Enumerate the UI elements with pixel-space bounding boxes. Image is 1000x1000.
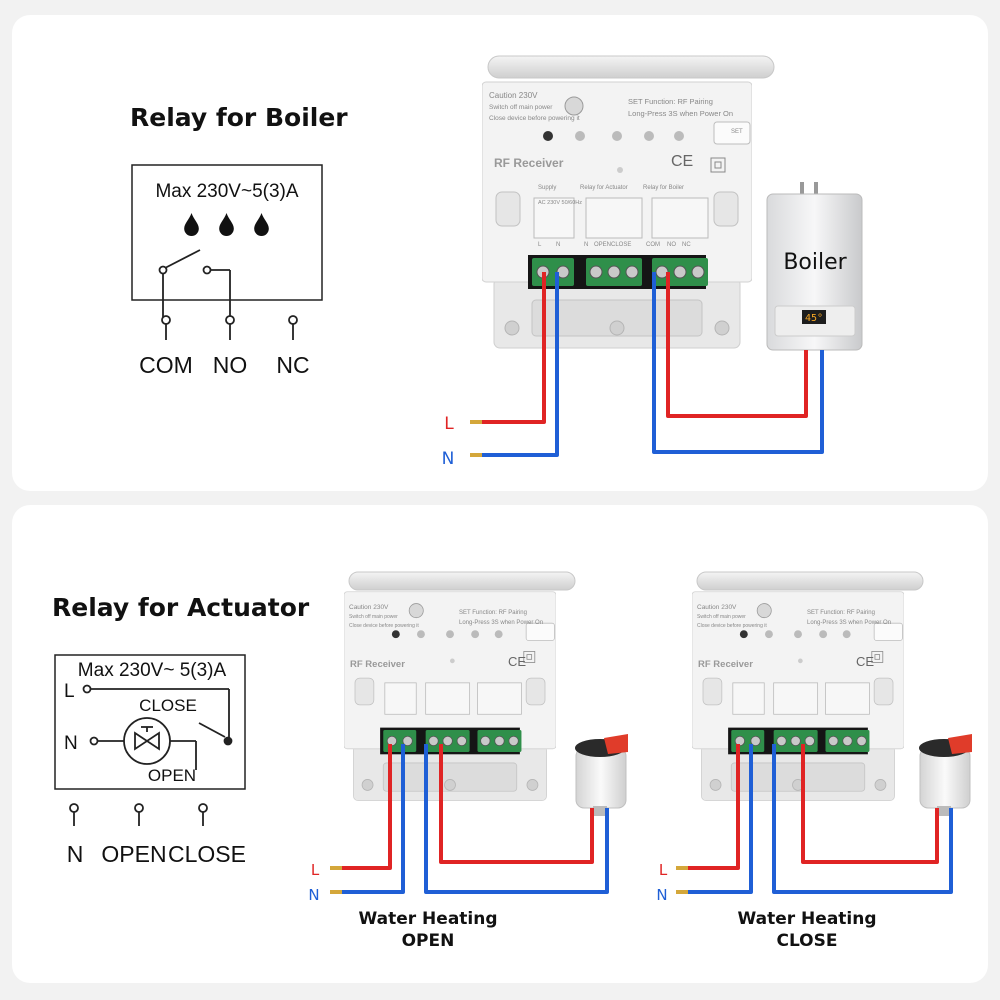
close-wiring xyxy=(686,744,953,894)
wire-n-label: N xyxy=(308,886,319,904)
boiler-rating-label: Max 230V~5(3)A xyxy=(155,181,298,202)
actuator-valve-open xyxy=(575,734,628,816)
svg-text:L: L xyxy=(538,242,542,248)
svg-text:Relay for Actuator: Relay for Actuator xyxy=(580,185,628,191)
svg-text:SET Function: RF Pairing: SET Function: RF Pairing xyxy=(628,97,713,106)
terminal-close-label: CLOSE xyxy=(168,841,246,867)
terminal-open-label: OPEN xyxy=(101,841,166,867)
svg-text:RF Receiver: RF Receiver xyxy=(698,659,753,670)
neutral-label: N xyxy=(64,733,78,754)
svg-text:CE: CE xyxy=(671,153,693,170)
svg-text:Caution 230V: Caution 230V xyxy=(697,604,737,611)
boiler-relay-box xyxy=(131,164,323,301)
set-button-label: SET xyxy=(731,129,743,135)
svg-text:CE: CE xyxy=(856,654,874,669)
antenna xyxy=(348,571,576,591)
svg-text:Supply: Supply xyxy=(538,185,556,191)
wire-n-label: N xyxy=(656,886,667,904)
svg-text:Long-Press 3S when Power On: Long-Press 3S when Power On xyxy=(628,109,733,118)
wire-n-label: N xyxy=(442,449,455,469)
svg-text:OPEN: OPEN xyxy=(594,242,611,248)
water-drop-icon xyxy=(219,213,234,236)
boiler-wiring xyxy=(480,272,824,457)
terminal-no-label: NO xyxy=(213,352,248,378)
water-drop-icon xyxy=(184,213,199,236)
close-label: CLOSE xyxy=(139,696,197,715)
svg-text:Close device before powering i: Close device before powering it xyxy=(489,115,580,122)
svg-text:NC: NC xyxy=(682,242,691,248)
svg-text:Switch off main power: Switch off main power xyxy=(489,104,553,111)
actuator-relay-box xyxy=(54,654,246,790)
svg-text:CE: CE xyxy=(508,654,526,669)
wire-l-label: L xyxy=(659,861,668,879)
rf-receiver-close: Caution 230V Switch off main power Close… xyxy=(692,571,924,802)
svg-text:Relay for Boiler: Relay for Boiler xyxy=(643,185,684,191)
caption-close: Water Heating CLOSE xyxy=(707,908,907,952)
actuator-section-title: Relay for Actuator xyxy=(52,593,310,622)
boiler-section-title: Relay for Boiler xyxy=(130,103,348,132)
svg-text:SET Function: RF Pairing: SET Function: RF Pairing xyxy=(459,610,527,616)
svg-text:Caution 230V: Caution 230V xyxy=(349,604,389,611)
svg-text:NO: NO xyxy=(667,242,676,248)
svg-text:CLOSE: CLOSE xyxy=(611,242,631,248)
terminal-n-label: N xyxy=(67,841,84,867)
open-wiring xyxy=(340,744,609,894)
actuator-rating-label: Max 230V~ 5(3)A xyxy=(78,660,227,681)
caution-label: Caution 230V xyxy=(489,91,538,100)
boiler-switch-symbol xyxy=(158,249,298,340)
svg-text:AC 230V 50/60Hz: AC 230V 50/60Hz xyxy=(538,200,582,206)
svg-text:N: N xyxy=(584,242,588,248)
caption-close-line2: CLOSE xyxy=(776,931,838,951)
terminal-nc-label: NC xyxy=(276,352,309,378)
svg-text:Long-Press 3S when Power On: Long-Press 3S when Power On xyxy=(807,620,891,626)
rf-receiver-top: Caution 230V Switch off main power Close… xyxy=(482,55,775,349)
live-wire xyxy=(480,272,546,424)
svg-text:Close device before powering i: Close device before powering it xyxy=(349,623,419,629)
com-wire xyxy=(666,272,808,418)
svg-text:Close device before powering i: Close device before powering it xyxy=(697,623,767,629)
no-wire xyxy=(652,272,824,454)
rf-receiver-open: Caution 230V Switch off main power Close… xyxy=(344,571,576,802)
boiler-temperature-display: 45° xyxy=(805,313,823,324)
svg-text:SET Function: RF Pairing: SET Function: RF Pairing xyxy=(807,610,875,616)
svg-text:Switch off main power: Switch off main power xyxy=(349,614,398,620)
svg-text:COM: COM xyxy=(646,242,660,248)
actuator-valve-symbol xyxy=(69,684,233,826)
svg-text:N: N xyxy=(556,242,560,248)
caption-close-line1: Water Heating xyxy=(737,909,877,929)
svg-text:RF Receiver: RF Receiver xyxy=(350,659,405,670)
wire-l-label: L xyxy=(444,414,454,434)
water-drop-icon xyxy=(254,213,269,236)
antenna xyxy=(487,55,775,79)
terminal-com-label: COM xyxy=(139,352,193,378)
neutral-wire xyxy=(480,272,559,457)
svg-text:Switch off main power: Switch off main power xyxy=(697,614,746,620)
wire-l-label: L xyxy=(311,861,320,879)
svg-text:Long-Press 3S when Power On: Long-Press 3S when Power On xyxy=(459,620,543,626)
boiler-appliance: 45° Boiler xyxy=(766,182,863,351)
antenna xyxy=(696,571,924,591)
boiler-label: Boiler xyxy=(783,250,847,275)
open-label: OPEN xyxy=(148,766,196,785)
caption-open: Water Heating OPEN xyxy=(328,908,528,952)
line-label: L xyxy=(64,681,75,702)
caption-open-line2: OPEN xyxy=(401,931,455,951)
brand-label: RF Receiver xyxy=(494,156,564,170)
actuator-valve-close xyxy=(919,734,972,816)
caption-open-line1: Water Heating xyxy=(358,909,498,929)
